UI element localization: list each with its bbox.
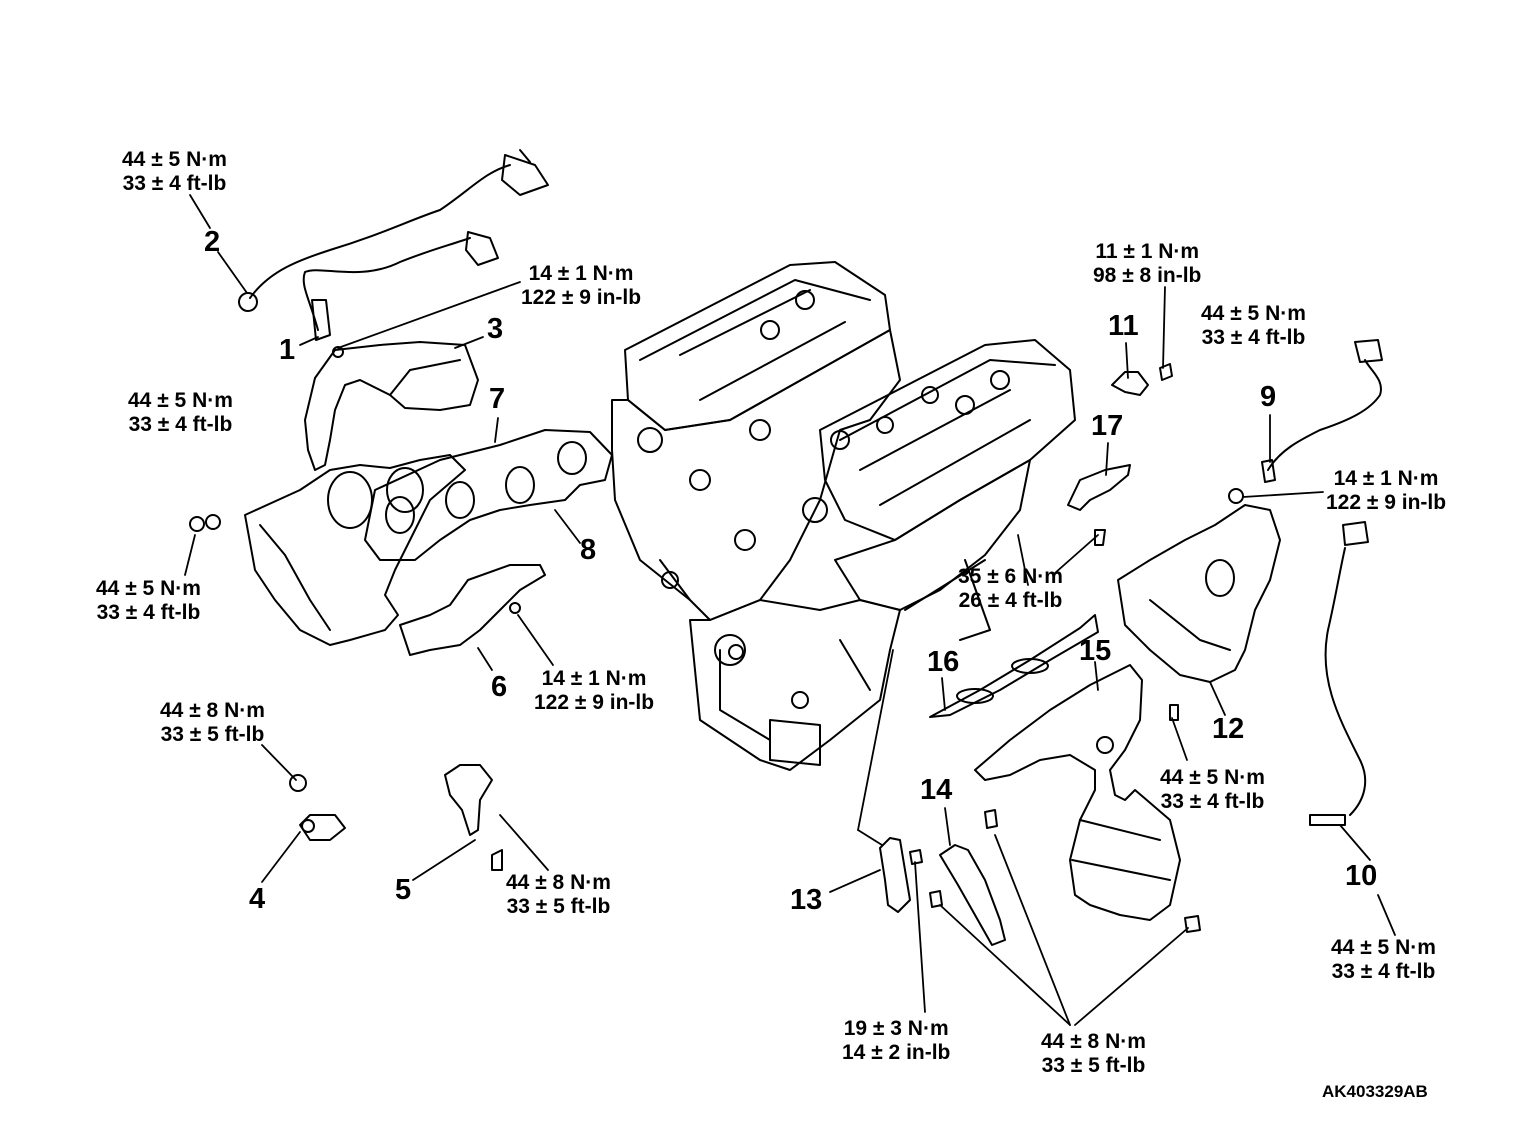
bracket-17-drawing — [1067, 464, 1131, 546]
torque-imperial: 33 ± 4 ft-lb — [96, 601, 201, 625]
oxygen-sensor-1-drawing — [302, 231, 499, 341]
exhaust-manifold-front-drawing — [244, 454, 466, 646]
callout-8: 8 — [580, 534, 597, 566]
torque-imperial: 26 ± 4 ft-lb — [958, 589, 1063, 613]
torque-imperial: 122 ± 9 in-lb — [534, 691, 655, 715]
torque-imperial: 33 ± 5 ft-lb — [506, 895, 611, 919]
callout-13: 13 — [790, 884, 823, 916]
callout-6: 6 — [491, 671, 508, 703]
torque-imperial: 122 ± 9 in-lb — [1326, 491, 1447, 515]
torque-metric: 11 ± 1 N·m — [1095, 240, 1200, 263]
torque-label-part-1: 44 ± 5 N·m 33 ± 4 ft-lb — [128, 389, 233, 438]
torque-label-part-4-nut: 44 ± 8 N·m 33 ± 5 ft-lb — [160, 699, 265, 748]
nuts-drawing — [189, 488, 1244, 792]
callout-17: 17 — [1091, 410, 1124, 442]
torque-imperial: 33 ± 4 ft-lb — [1160, 790, 1265, 814]
oxygen-sensor-2-drawing — [238, 149, 549, 312]
oxygen-sensor-10-drawing — [1309, 521, 1369, 826]
torque-imperial: 98 ± 8 in-lb — [1093, 264, 1202, 288]
torque-metric: 44 ± 5 N·m — [96, 577, 201, 600]
torque-metric: 14 ± 1 N·m — [541, 667, 647, 690]
torque-metric: 19 ± 3 N·m — [843, 1017, 949, 1040]
torque-metric: 35 ± 6 N·m — [958, 565, 1063, 588]
torque-metric: 44 ± 5 N·m — [1331, 936, 1436, 959]
torque-label-part-9: 44 ± 5 N·m 33 ± 4 ft-lb — [1201, 302, 1306, 351]
bracket-5-drawing — [444, 764, 503, 871]
torque-metric: 44 ± 5 N·m — [128, 389, 233, 412]
engine-block-drawing — [611, 261, 1076, 771]
bracket-14-drawing — [929, 809, 1201, 946]
manifold-gasket-7-drawing — [364, 429, 613, 561]
exhaust-manifold-rear-drawing — [974, 664, 1181, 921]
torque-metric: 44 ± 8 N·m — [160, 699, 265, 722]
torque-metric: 14 ± 1 N·m — [528, 262, 634, 285]
torque-label-manifold-nut: 44 ± 5 N·m 33 ± 4 ft-lb — [96, 577, 201, 626]
callout-12: 12 — [1212, 713, 1245, 745]
torque-label-part-6-bolt: 14 ± 1 N·m 122 ± 9 in-lb — [534, 667, 654, 716]
torque-imperial: 14 ± 2 in-lb — [842, 1041, 951, 1065]
torque-imperial: 33 ± 5 ft-lb — [160, 723, 265, 747]
gasket-16-drawing — [929, 614, 1099, 718]
torque-imperial: 33 ± 4 ft-lb — [1201, 326, 1306, 350]
torque-label-part-5-bolt: 44 ± 8 N·m 33 ± 5 ft-lb — [506, 871, 611, 920]
heat-protector-12-drawing — [1117, 504, 1281, 683]
torque-metric: 44 ± 5 N·m — [1160, 766, 1265, 789]
torque-imperial: 33 ± 4 ft-lb — [122, 172, 227, 196]
callout-2: 2 — [204, 226, 221, 258]
torque-imperial: 33 ± 5 ft-lb — [1041, 1054, 1146, 1078]
torque-label-part-2: 44 ± 5 N·m 33 ± 4 ft-lb — [122, 148, 227, 197]
callout-16: 16 — [927, 646, 960, 678]
bracket-4-drawing — [299, 814, 346, 841]
callout-4: 4 — [249, 883, 266, 915]
torque-imperial: 122 ± 9 in-lb — [521, 286, 642, 310]
callout-3: 3 — [487, 313, 504, 345]
callout-5: 5 — [395, 874, 412, 906]
callout-11: 11 — [1108, 310, 1139, 342]
torque-imperial: 33 ± 4 ft-lb — [1331, 960, 1436, 984]
torque-label-part-11-nut: 11 ± 1 N·m 98 ± 8 in-lb — [1093, 240, 1201, 289]
heat-protector-6-drawing — [399, 564, 546, 656]
torque-metric: 44 ± 8 N·m — [1041, 1030, 1146, 1053]
torque-label-part-17-bolt: 35 ± 6 N·m 26 ± 4 ft-lb — [958, 565, 1063, 614]
torque-metric: 14 ± 1 N·m — [1333, 467, 1439, 490]
torque-metric: 44 ± 5 N·m — [122, 148, 227, 171]
torque-label-part-3-bolt: 14 ± 1 N·m 122 ± 9 in-lb — [521, 262, 641, 311]
torque-label-part-14-bolts: 44 ± 8 N·m 33 ± 5 ft-lb — [1041, 1030, 1146, 1079]
bracket-13-drawing — [879, 837, 923, 913]
torque-metric: 44 ± 5 N·m — [1201, 302, 1306, 325]
leader-lines — [184, 194, 1396, 1026]
torque-label-part-15-stud: 44 ± 5 N·m 33 ± 4 ft-lb — [1160, 766, 1265, 815]
callout-9: 9 — [1260, 381, 1277, 413]
torque-imperial: 33 ± 4 ft-lb — [128, 413, 233, 437]
oxygen-sensor-9-drawing — [1261, 339, 1383, 483]
torque-label-part-10: 44 ± 5 N·m 33 ± 4 ft-lb — [1331, 936, 1436, 985]
torque-label-part-12-bolt: 14 ± 1 N·m 122 ± 9 in-lb — [1326, 467, 1446, 516]
torque-label-part-13-bolt: 19 ± 3 N·m 14 ± 2 in-lb — [842, 1017, 950, 1066]
torque-metric: 44 ± 8 N·m — [506, 871, 611, 894]
bracket-11-drawing — [1111, 363, 1173, 396]
heat-protector-3-drawing — [304, 341, 479, 471]
callout-10: 10 — [1345, 860, 1378, 892]
callout-1: 1 — [279, 334, 296, 366]
figure-id: AK403329AB — [1322, 1082, 1428, 1101]
callout-7: 7 — [489, 383, 506, 415]
callout-15: 15 — [1079, 635, 1112, 667]
callout-14: 14 — [920, 774, 953, 806]
